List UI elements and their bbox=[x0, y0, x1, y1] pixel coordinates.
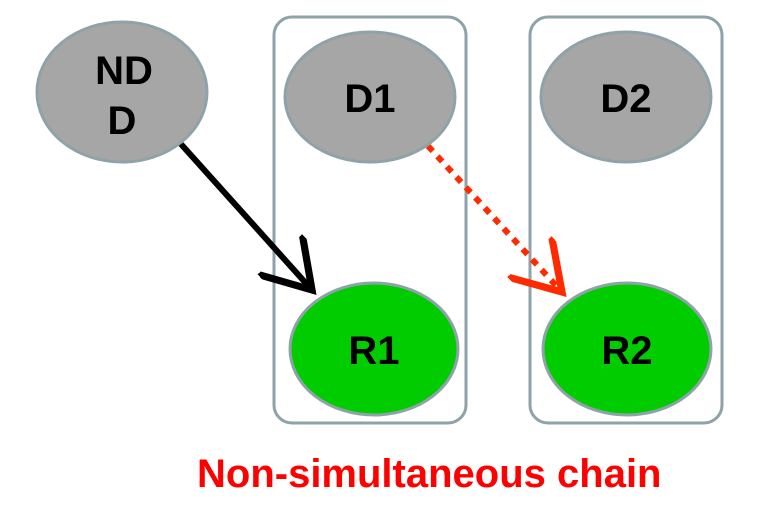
node-d1: D1 bbox=[283, 30, 457, 164]
node-r2: R2 bbox=[541, 281, 713, 417]
node-ndd-label-line1: ND bbox=[95, 49, 153, 93]
node-d1-label: D1 bbox=[344, 77, 395, 121]
node-r1-shape bbox=[288, 281, 460, 417]
diagram-caption: Non-simultaneous chain bbox=[197, 452, 662, 496]
node-d1-shape bbox=[283, 30, 457, 164]
node-d2-label: D2 bbox=[600, 77, 651, 121]
pair-box-2 bbox=[528, 15, 724, 425]
node-ndd-shape bbox=[35, 20, 209, 164]
dashed-arrow-d1-to-r2 bbox=[425, 143, 562, 292]
node-r1-label: R1 bbox=[348, 329, 399, 373]
node-ndd-label-line2: D bbox=[108, 99, 137, 143]
solid-arrow-ndd-to-r1 bbox=[177, 140, 312, 290]
node-r2-label: R2 bbox=[601, 329, 652, 373]
pair-box-1 bbox=[272, 15, 468, 425]
node-d2: D2 bbox=[539, 30, 713, 164]
node-r2-shape bbox=[541, 281, 713, 417]
node-ndd: ND D bbox=[35, 20, 209, 164]
node-r1: R1 bbox=[288, 281, 460, 417]
node-d2-shape bbox=[539, 30, 713, 164]
